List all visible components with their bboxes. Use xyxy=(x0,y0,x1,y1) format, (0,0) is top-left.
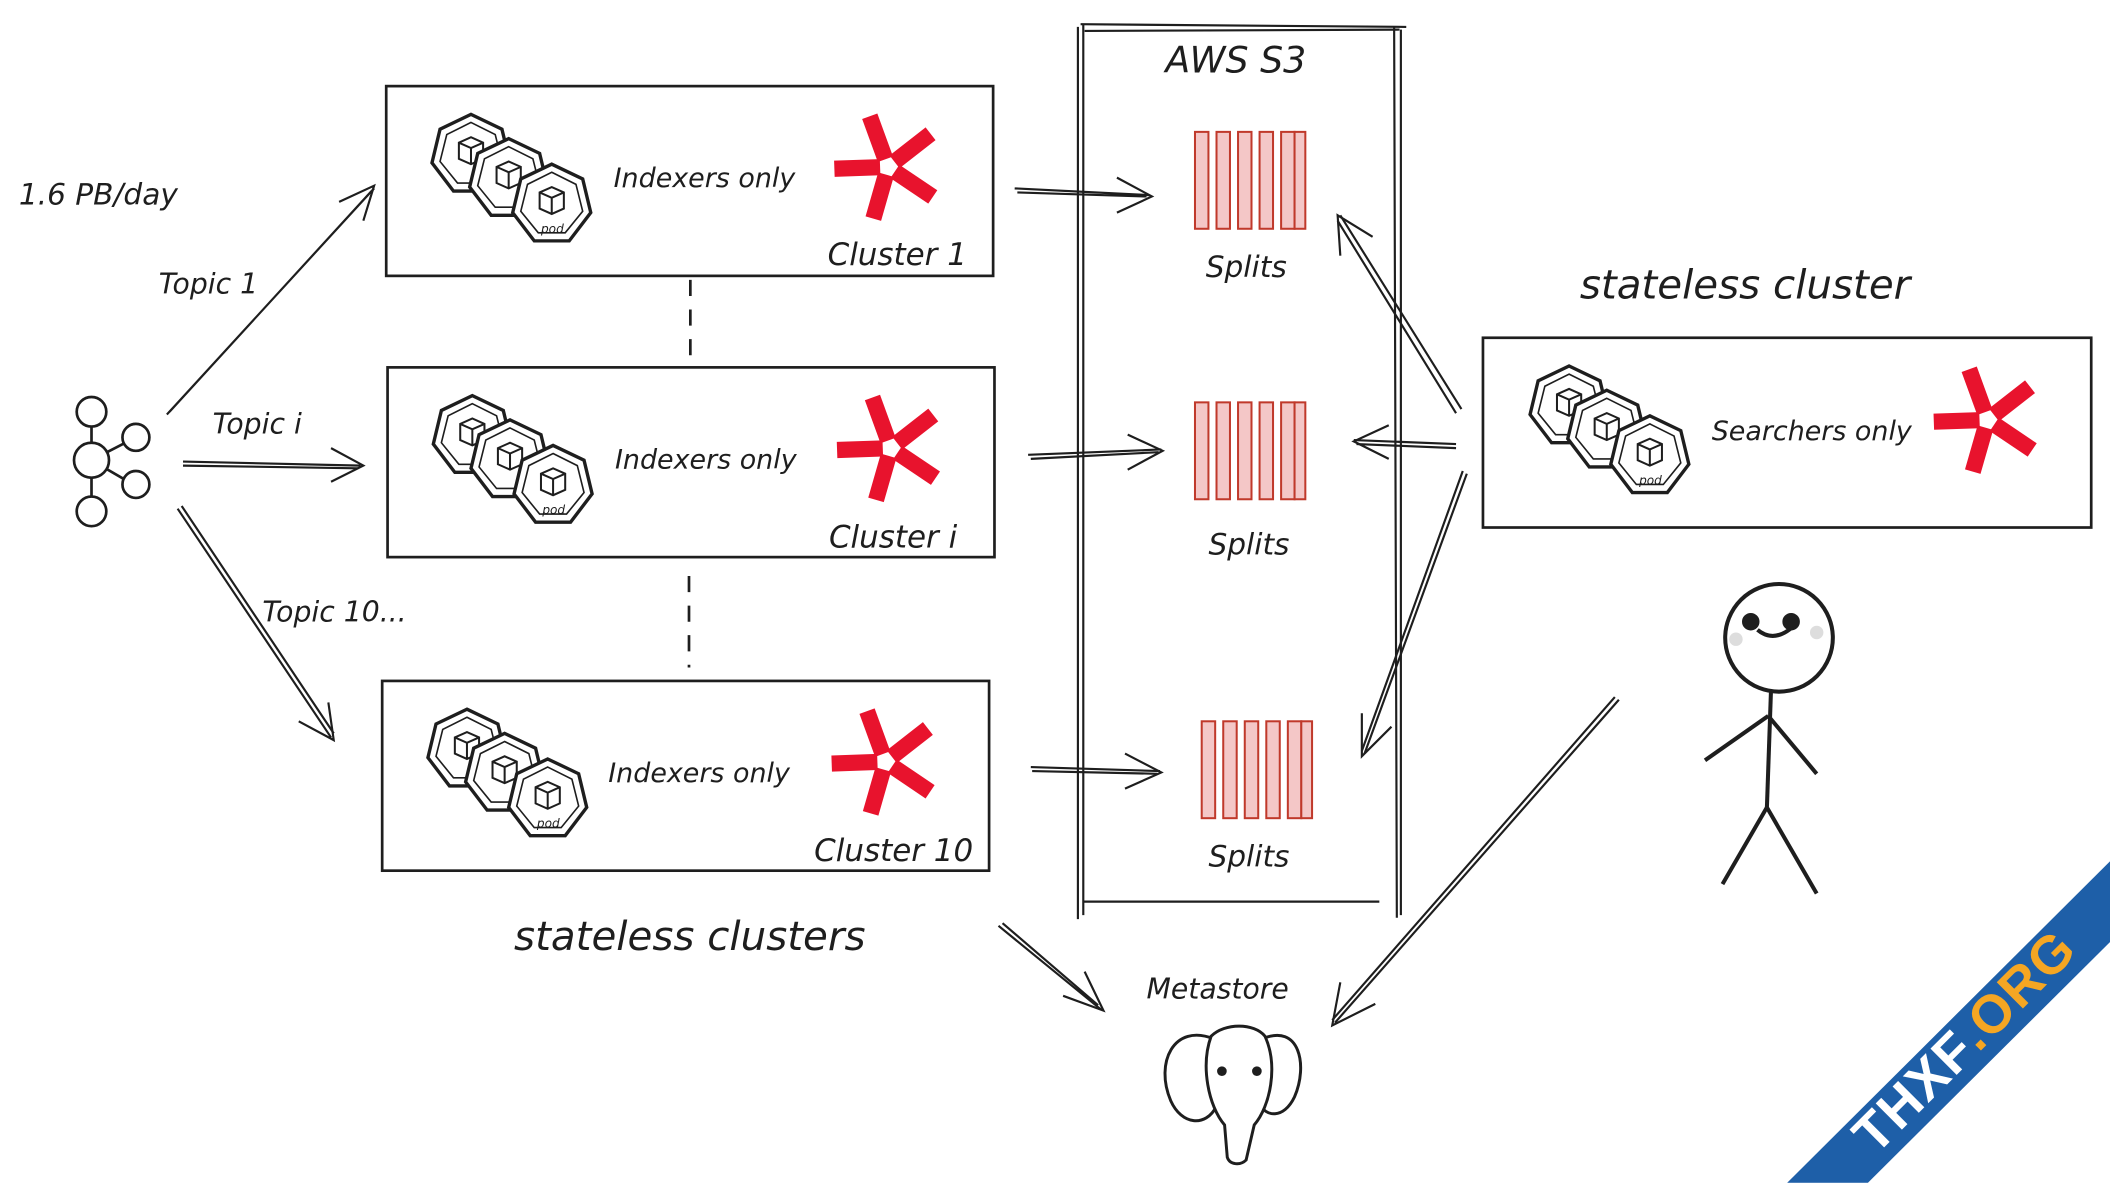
searcher-to-splits-arrows xyxy=(1336,213,1468,759)
topic-1-label: Topic 1 xyxy=(159,267,258,300)
watermark-banner: THXF.ORG xyxy=(1787,861,2110,1183)
searchers-only-label: Searchers only xyxy=(1712,416,1913,447)
cluster-name: Cluster 1 xyxy=(828,237,967,273)
indexer-cluster-i: pod Indexers only Cluster i xyxy=(386,366,996,559)
cluster-name: Cluster 10 xyxy=(814,833,973,869)
aws-s3-title: AWS S3 xyxy=(1163,39,1306,82)
svg-text:pod: pod xyxy=(536,817,560,831)
splits-label: Splits xyxy=(1206,250,1287,284)
stick-figure-icon xyxy=(1703,582,1835,895)
svg-text:pod: pod xyxy=(540,222,564,236)
topic-arrows xyxy=(166,183,376,743)
splits-group-3: Splits xyxy=(1200,720,1314,874)
topic-10-label: Topic 10... xyxy=(262,596,406,629)
svg-text:pod: pod xyxy=(1638,473,1662,487)
quickwit-logo-icon xyxy=(836,394,940,503)
pod-icon: pod xyxy=(430,112,593,243)
split-bars xyxy=(1193,130,1307,230)
watermark-text: THXF.ORG xyxy=(1841,918,2088,1165)
quickwit-logo-icon xyxy=(1933,366,2037,474)
aws-s3-container xyxy=(1076,23,1407,920)
splits-label: Splits xyxy=(1208,527,1289,561)
topic-i-label: Topic i xyxy=(213,407,302,440)
split-bars xyxy=(1193,401,1307,501)
indexer-cluster-1: pod Indexers only Cluster 1 xyxy=(384,84,995,278)
quickwit-logo-icon xyxy=(831,708,935,816)
metastore-arrows xyxy=(997,696,1620,1028)
split-bars xyxy=(1200,720,1314,820)
indexers-only-label: Indexers only xyxy=(614,163,797,194)
cluster-name: Cluster i xyxy=(829,520,958,556)
pod-icon: pod xyxy=(426,707,589,838)
stateless-cluster-caption: stateless cluster xyxy=(1580,262,1913,309)
metastore-label: Metastore xyxy=(1147,973,1289,1006)
searcher-cluster: pod Searchers only xyxy=(1481,336,2093,529)
svg-text:pod: pod xyxy=(541,503,565,517)
stateless-clusters-caption: stateless clusters xyxy=(514,913,865,960)
kafka-icon xyxy=(72,395,151,528)
indexer-to-splits-arrows xyxy=(1014,176,1166,790)
indexers-only-label: Indexers only xyxy=(608,758,791,789)
splits-group-2: Splits xyxy=(1193,401,1307,561)
pod-icon: pod xyxy=(431,393,594,524)
postgres-elephant-icon xyxy=(1163,1024,1303,1166)
indexer-cluster-10: pod Indexers only Cluster 10 xyxy=(380,679,991,873)
quickwit-logo-icon xyxy=(834,113,938,221)
splits-group-1: Splits xyxy=(1193,130,1307,284)
pod-icon: pod xyxy=(1528,364,1691,495)
splits-label: Splits xyxy=(1208,840,1289,874)
throughput-label: 1.6 PB/day xyxy=(19,178,179,212)
indexers-only-label: Indexers only xyxy=(615,444,798,475)
